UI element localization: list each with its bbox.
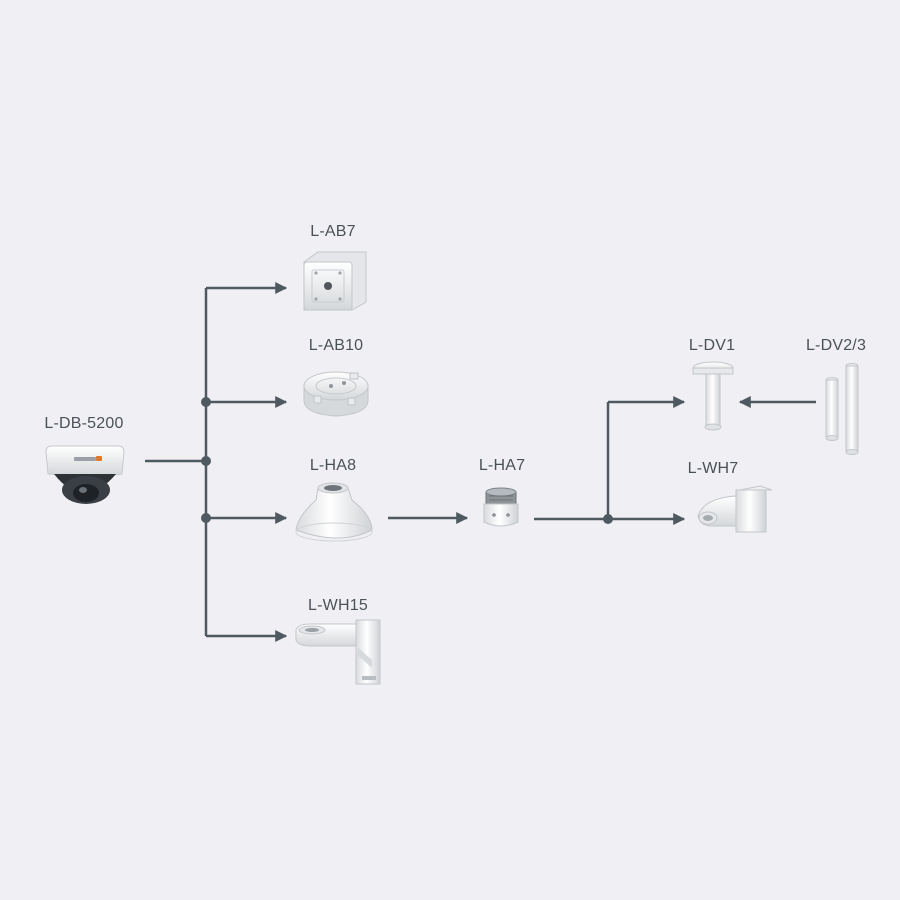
junction-box-square-image xyxy=(303,251,367,311)
connector-lines xyxy=(145,282,816,642)
label-l-wh15: L-WH15 xyxy=(308,597,368,614)
label-l-dv2-3: L-DV2/3 xyxy=(805,337,867,354)
dome-camera-image xyxy=(45,445,125,504)
logo-mark xyxy=(74,457,96,461)
wall-bracket-short-image xyxy=(697,485,773,533)
label-l-ab10: L-AB10 xyxy=(308,337,364,354)
wall-bracket-long-image xyxy=(295,619,381,685)
label-l-ha8: L-HA8 xyxy=(309,457,357,474)
pendant-adapter-image xyxy=(295,482,373,542)
label-l-dv1: L-DV1 xyxy=(688,337,736,354)
junction-dot xyxy=(201,397,211,407)
extension-poles-image xyxy=(825,363,859,455)
junction-dot xyxy=(201,513,211,523)
label-l-wh7: L-WH7 xyxy=(687,460,739,477)
junction-dot xyxy=(201,456,211,466)
label-l-db-5200: L-DB-5200 xyxy=(44,415,124,432)
logo-mark xyxy=(96,456,102,461)
junction-dot xyxy=(603,514,613,524)
junction-dots xyxy=(201,397,613,524)
adapter-ring-image xyxy=(483,487,519,527)
ceiling-pole-short-image xyxy=(692,361,734,431)
label-l-ha7: L-HA7 xyxy=(478,457,526,474)
junction-box-round-image xyxy=(303,371,369,417)
label-l-ab7: L-AB7 xyxy=(310,223,356,240)
